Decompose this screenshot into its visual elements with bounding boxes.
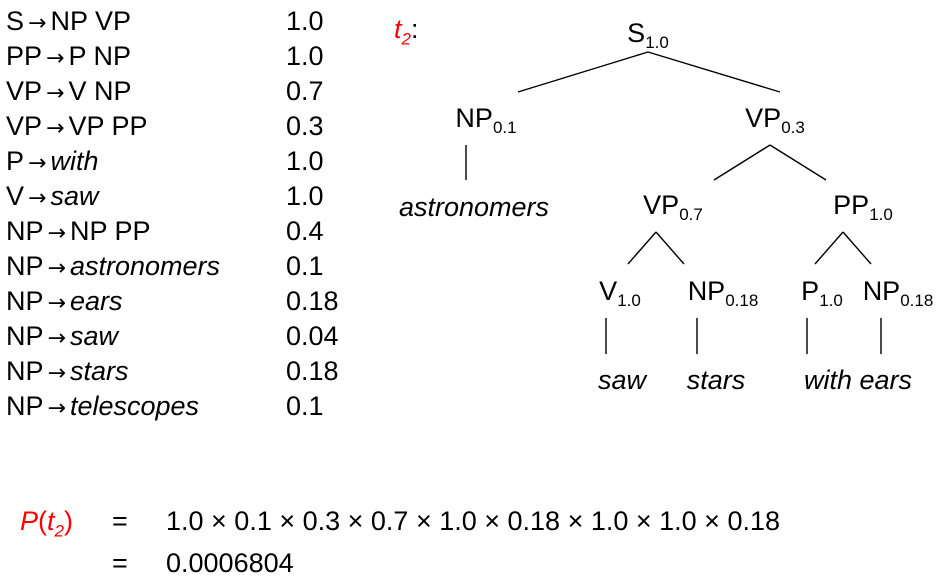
rule-rhs: telescopes: [69, 391, 200, 421]
tree-label: t2:: [394, 14, 419, 49]
rule-probability: 0.4: [286, 216, 324, 246]
formula-product: 1.0 × 0.1 × 0.3 × 0.7 × 1.0 × 0.18 × 1.0…: [166, 506, 780, 536]
rule-probability: 0.3: [286, 111, 324, 141]
rule-lhs: NP: [6, 216, 44, 246]
arrow-icon: →: [28, 151, 47, 176]
formula-p: P: [20, 506, 39, 536]
grammar-rule: S→NP VP 1.0: [6, 4, 324, 39]
rule-probability: 0.04: [286, 321, 339, 351]
grammar-rule: NP→telescopes 0.1: [6, 389, 324, 424]
grammar-rule: NP→stars 0.18: [6, 354, 339, 389]
edge-vp2-v: [627, 231, 657, 265]
edge-vp-pp: [769, 144, 827, 181]
tree-label-colon: :: [410, 14, 419, 44]
rule-probability: 1.0: [286, 41, 324, 71]
arrow-icon: →: [47, 326, 66, 351]
arrow-icon: →: [47, 221, 66, 246]
formula-lhs: P(t2): [20, 500, 73, 552]
arrow-icon: →: [47, 291, 66, 316]
tree-label-letter: t: [394, 14, 402, 44]
rule-lhs: VP: [6, 111, 43, 141]
rule-probability: 1.0: [286, 181, 324, 211]
rule-probability: 0.1: [286, 251, 324, 281]
rule-lhs: NP: [6, 356, 44, 386]
arrow-icon: →: [47, 396, 66, 421]
formula-subscript: 2: [54, 521, 64, 541]
leaf-astronomers: astronomers: [399, 192, 549, 222]
edge-pp-np: [842, 231, 872, 265]
rule-probability: 1.0: [286, 6, 324, 36]
node-np-ears: NP0.18: [863, 276, 934, 310]
edge-pp-p: [814, 231, 844, 265]
node-np-astronomers: NP0.1: [455, 103, 516, 137]
rule-lhs: NP: [6, 286, 44, 316]
rule-lhs: P: [6, 146, 25, 176]
grammar-rule: PP→P NP 1.0: [6, 39, 324, 74]
arrow-icon: →: [28, 186, 47, 211]
leaf-stars: stars: [687, 365, 746, 395]
rule-rhs: with: [50, 146, 99, 176]
formula-open-paren: (: [38, 506, 48, 536]
rule-rhs: saw: [69, 321, 118, 351]
rule-probability: 0.18: [286, 356, 339, 386]
arrow-icon: →: [47, 361, 66, 386]
rule-lhs: S: [6, 6, 25, 36]
arrow-icon: →: [46, 81, 65, 106]
node-np-stars: NP0.18: [688, 276, 759, 310]
node-vp-inner: VP0.7: [643, 190, 703, 224]
arrow-icon: →: [47, 256, 66, 281]
edge-vp2-np: [655, 231, 685, 265]
grammar-rule: NP→saw 0.04: [6, 319, 339, 354]
formula-t: t: [47, 506, 55, 536]
rule-lhs: NP: [6, 251, 44, 281]
rule-lhs: VP: [6, 76, 43, 106]
rule-rhs: NP PP: [69, 216, 151, 246]
rule-rhs: stars: [69, 356, 129, 386]
formula-result: 0.0006804: [166, 548, 294, 578]
node-pp: PP1.0: [833, 190, 893, 224]
rule-rhs: VP PP: [68, 111, 148, 141]
node-s: S1.0: [627, 18, 669, 52]
arrow-icon: →: [46, 116, 65, 141]
grammar-rule: NP→NP PP 0.4: [6, 214, 324, 249]
grammar-rule: VP→V NP 0.7: [6, 74, 324, 109]
grammar-rule: NP→ears 0.18: [6, 284, 339, 319]
rule-probability: 0.18: [286, 286, 339, 316]
rule-probability: 0.1: [286, 391, 324, 421]
formula-equals-2: =: [112, 548, 128, 578]
rule-probability: 0.7: [286, 76, 324, 106]
rule-probability: 1.0: [286, 146, 324, 176]
rule-rhs: NP VP: [50, 6, 131, 36]
grammar-rule: V→saw 1.0: [6, 179, 324, 214]
leaf-with-ears: with ears: [804, 365, 912, 395]
rule-lhs: V: [6, 181, 25, 211]
leaf-saw: saw: [598, 365, 648, 395]
node-vp-top: VP0.3: [745, 103, 805, 137]
tree-label-t: t2: [394, 14, 411, 48]
rule-rhs: P NP: [68, 41, 131, 71]
edge-s-vp: [647, 51, 781, 93]
formula-close-paren: ): [64, 506, 73, 536]
rule-rhs: ears: [69, 286, 123, 316]
rule-lhs: NP: [6, 321, 44, 351]
formula-equals-1: =: [112, 506, 128, 536]
node-v: V1.0: [599, 276, 641, 310]
edge-vp-vp: [713, 144, 771, 181]
rule-lhs: NP: [6, 391, 44, 421]
edge-s-np: [517, 51, 649, 93]
rule-rhs: V NP: [68, 76, 132, 106]
node-p: P1.0: [801, 276, 843, 310]
rule-lhs: PP: [6, 41, 43, 71]
rule-rhs: astronomers: [69, 251, 221, 281]
grammar-rule: P→with 1.0: [6, 144, 324, 179]
arrow-icon: →: [28, 11, 47, 36]
grammar-rule: NP→astronomers 0.1: [6, 249, 324, 284]
tree-label-subscript: 2: [401, 29, 411, 49]
arrow-icon: →: [46, 46, 65, 71]
rule-rhs: saw: [50, 181, 99, 211]
grammar-rule: VP→VP PP 0.3: [6, 109, 324, 144]
